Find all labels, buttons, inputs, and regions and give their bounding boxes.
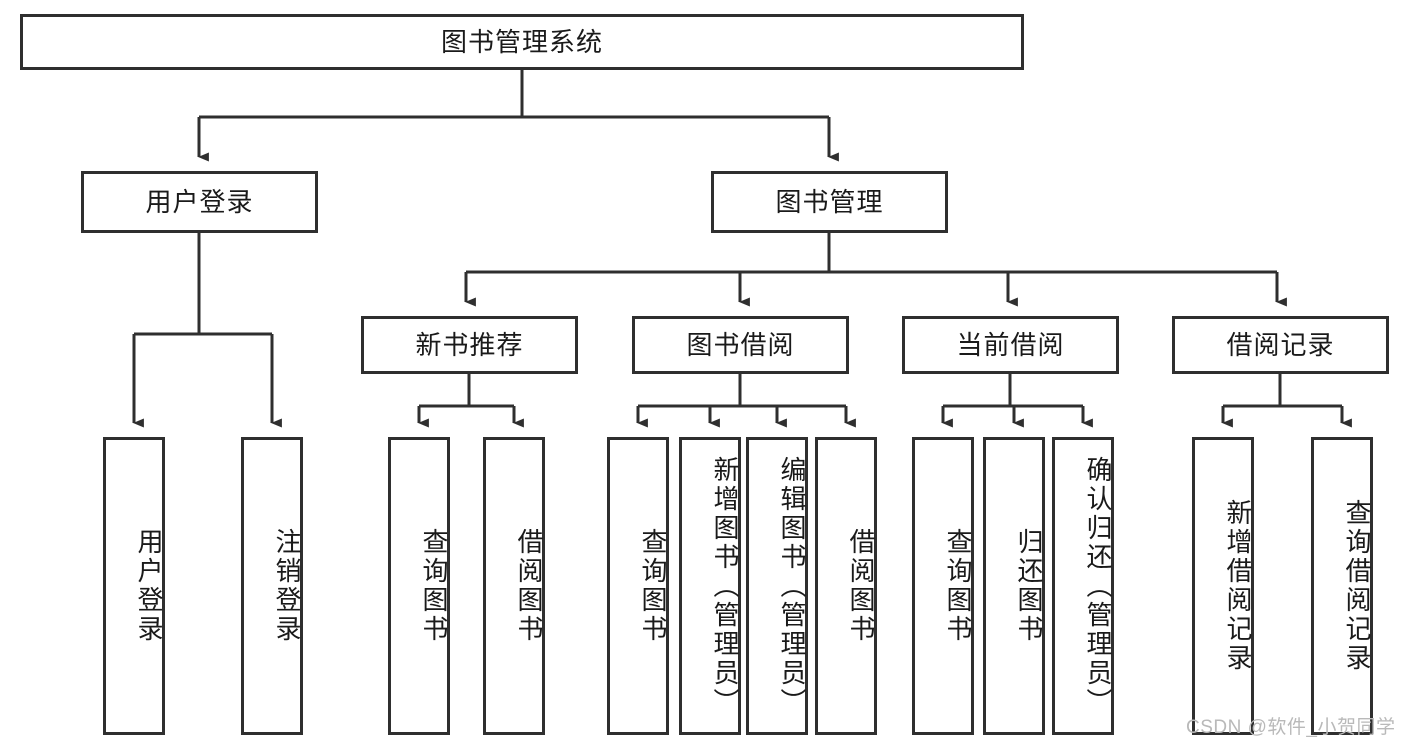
leaf-bb-query-book-label: 查询图书 [638,528,668,644]
node-new-book-recommend[interactable]: 新书推荐 [361,316,578,374]
node-new-book-recommend-label: 新书推荐 [415,329,524,360]
leaf-cb-confirm-return-label: 确认归还（管理员） [1083,455,1113,717]
node-current-borrow-label: 当前借阅 [956,329,1065,360]
leaf-bb-borrow-book-label: 借阅图书 [846,528,876,644]
node-book-borrow[interactable]: 图书借阅 [632,316,849,374]
leaf-user-login-label: 用户登录 [134,528,164,644]
node-user-login-label: 用户登录 [145,186,254,217]
csdn-watermark: CSDN @软件_小贺同学 [1186,717,1396,738]
node-borrow-record[interactable]: 借阅记录 [1172,316,1389,374]
leaf-cb-query-book-label: 查询图书 [943,528,973,644]
leaf-nb-query-book[interactable]: 查询图书 [388,437,450,735]
leaf-user-login[interactable]: 用户登录 [103,437,165,735]
leaf-logout[interactable]: 注销登录 [241,437,303,735]
leaf-cb-return-book-label: 归还图书 [1014,528,1044,644]
node-current-borrow[interactable]: 当前借阅 [902,316,1119,374]
leaf-br-add-record-label: 新增借阅记录 [1223,499,1253,673]
leaf-logout-label: 注销登录 [272,528,302,644]
leaf-cb-query-book[interactable]: 查询图书 [912,437,974,735]
leaf-cb-confirm-return[interactable]: 确认归还（管理员） [1052,437,1114,735]
node-root-label: 图书管理系统 [440,26,603,57]
leaf-br-add-record[interactable]: 新增借阅记录 [1192,437,1254,735]
leaf-nb-query-book-label: 查询图书 [419,528,449,644]
leaf-bb-edit-book-label: 编辑图书（管理员） [777,455,807,717]
leaf-bb-query-book[interactable]: 查询图书 [607,437,669,735]
leaf-bb-add-book-label: 新增图书（管理员） [710,455,740,717]
node-borrow-record-label: 借阅记录 [1226,329,1335,360]
node-book-manage[interactable]: 图书管理 [711,171,948,233]
leaf-br-query-record-label: 查询借阅记录 [1342,499,1372,673]
leaf-nb-borrow-book-label: 借阅图书 [514,528,544,644]
leaf-nb-borrow-book[interactable]: 借阅图书 [483,437,545,735]
node-root[interactable]: 图书管理系统 [20,14,1024,70]
leaf-bb-borrow-book[interactable]: 借阅图书 [815,437,877,735]
node-book-borrow-label: 图书借阅 [686,329,795,360]
leaf-bb-edit-book[interactable]: 编辑图书（管理员） [746,437,808,735]
leaf-bb-add-book[interactable]: 新增图书（管理员） [679,437,741,735]
leaf-cb-return-book[interactable]: 归还图书 [983,437,1045,735]
node-book-manage-label: 图书管理 [775,186,884,217]
leaf-br-query-record[interactable]: 查询借阅记录 [1311,437,1373,735]
node-user-login[interactable]: 用户登录 [81,171,318,233]
